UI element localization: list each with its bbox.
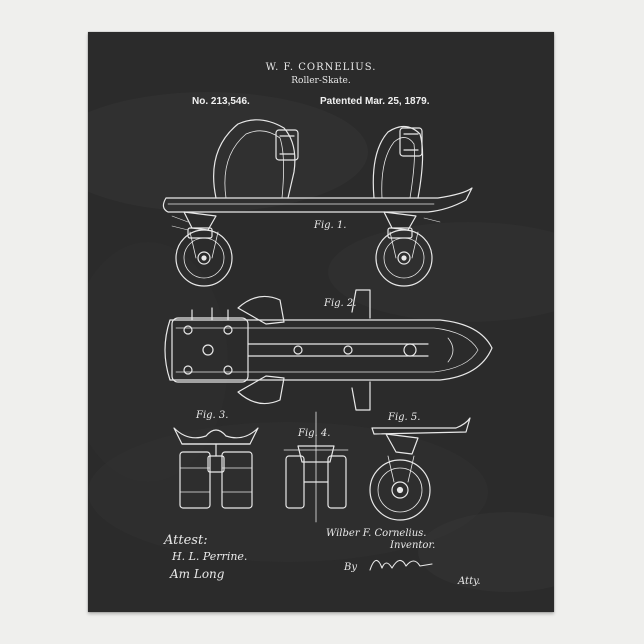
patent-drawing: Fig. 1. Fig. 2. Fig. 3. Fig. 4. Fig. 5. … bbox=[88, 32, 554, 612]
attorney-label: Atty. bbox=[457, 576, 481, 587]
patent-poster: W. F. CORNELIUS. Roller-Skate. No. 213,5… bbox=[88, 32, 554, 612]
inventor-signature: Wilber F. Cornelius. bbox=[326, 528, 426, 539]
fig5-wheel-detail bbox=[370, 418, 470, 520]
fig1-side-view bbox=[163, 120, 472, 286]
attorney-signature bbox=[370, 560, 432, 570]
witness-2-signature: Am Long bbox=[169, 567, 225, 581]
by-label: By bbox=[343, 562, 357, 573]
fig3-caption: Fig. 3. bbox=[195, 410, 228, 421]
witness-1-signature: H. L. Perrine. bbox=[171, 550, 247, 563]
fig4-caption: Fig. 4. bbox=[297, 428, 330, 439]
fig3-front-view bbox=[174, 428, 258, 508]
fig5-caption: Fig. 5. bbox=[387, 412, 420, 423]
fig2-caption: Fig. 2. bbox=[323, 298, 356, 309]
inventor-label: Inventor. bbox=[389, 540, 435, 551]
fig1-caption: Fig. 1. bbox=[313, 220, 346, 231]
attest-label: Attest: bbox=[163, 533, 208, 548]
